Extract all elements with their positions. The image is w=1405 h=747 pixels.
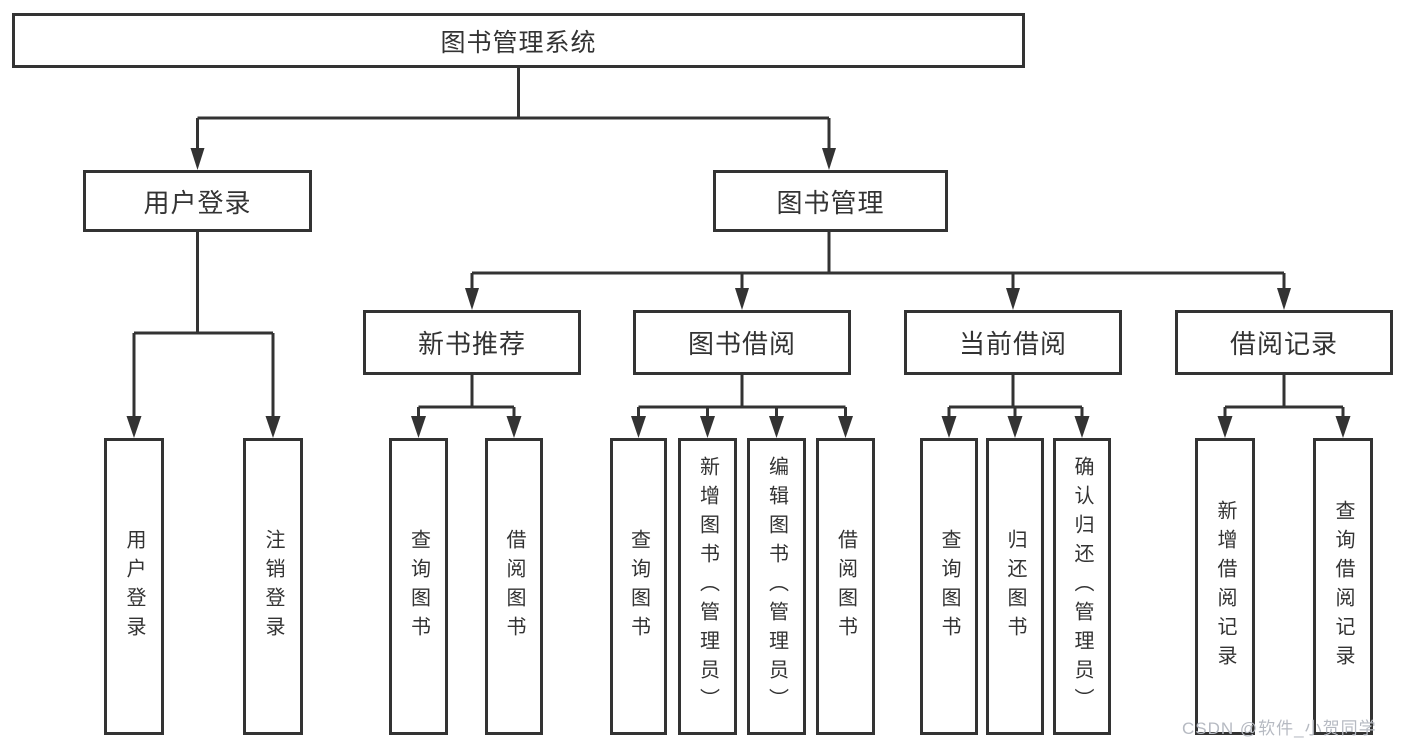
leaf-confirm-return-admin: 确认归还（管理员） [1053,438,1111,735]
arrow-down-icon [822,148,836,170]
arrow-down-icon [1335,416,1351,438]
leaf-logout: 注销登录 [243,438,303,735]
arrow-down-icon [1277,288,1291,310]
new-book-recommend-branch-line [417,375,516,420]
arrow-down-icon [838,416,853,438]
arrow-down-icon [941,416,957,438]
node-current-borrow: 当前借阅 [904,310,1122,375]
arrow-down-icon [1217,416,1233,438]
arrow-down-icon [769,416,784,438]
leaf-label: 借阅图书 [834,528,857,645]
arrow-down-icon [735,288,749,310]
leaf-label: 注销登录 [262,528,284,645]
arrow-down-icon [190,148,205,170]
node-label: 新书推荐 [417,329,526,359]
arrow-down-icon [506,416,522,438]
borrow-records-branch-line [1223,375,1345,420]
node-borrow-records: 借阅记录 [1175,310,1393,375]
leaf-label: 查询借阅记录 [1332,499,1354,674]
book-management-branch-line [470,232,1286,292]
book-borrow-branch-line [637,375,847,420]
leaf-borrow-books-recommend: 借阅图书 [485,438,543,735]
arrow-down-icon [1007,416,1023,438]
node-label: 用户登录 [143,187,252,218]
leaf-query-borrow-record: 查询借阅记录 [1313,438,1373,735]
leaf-label: 查询图书 [407,528,430,645]
node-label: 图书借阅 [687,329,796,359]
node-user-login: 用户登录 [83,170,312,232]
arrow-down-icon [265,416,281,438]
node-book-borrow: 图书借阅 [633,310,851,375]
arrow-down-icon [1074,416,1090,438]
node-new-book-recommend: 新书推荐 [363,310,581,375]
leaf-query-books-recommend: 查询图书 [389,438,448,735]
arrow-down-icon [126,416,142,438]
node-label: 图书管理系统 [440,28,597,57]
leaf-label: 查询图书 [938,528,960,645]
leaf-query-books-borrow: 查询图书 [610,438,667,735]
arrow-down-icon [411,416,426,438]
leaf-edit-book-admin: 编辑图书（管理员） [747,438,806,735]
watermark-text: CSDN @软件_小贺同学 [1182,719,1377,738]
node-label: 图书管理 [776,187,885,218]
leaf-label: 借阅图书 [503,528,525,645]
leaf-return-book: 归还图书 [986,438,1044,735]
leaf-label: 用户登录 [123,528,145,645]
arrow-down-icon [700,416,715,438]
node-label: 当前借阅 [958,329,1067,359]
user-login-branch-line [132,232,275,420]
arrowheads [126,148,1351,438]
node-book-management: 图书管理 [713,170,948,232]
level1-branch-line [196,116,831,152]
leaf-add-borrow-record: 新增借阅记录 [1195,438,1255,735]
current-borrow-branch-line [947,375,1084,420]
leaf-add-book-admin: 新增图书（管理员） [678,438,737,735]
leaf-label: 新增借阅记录 [1214,499,1236,674]
leaf-query-books-current: 查询图书 [920,438,978,735]
leaf-label: 查询图书 [627,528,650,645]
arrow-down-icon [465,288,479,310]
node-label: 借阅记录 [1229,329,1338,359]
leaf-label: 编辑图书（管理员） [765,456,788,717]
leaf-label: 确认归还（管理员） [1071,456,1093,717]
arrow-down-icon [631,416,646,438]
leaf-user-login: 用户登录 [104,438,164,735]
node-root-system: 图书管理系统 [12,13,1025,68]
leaf-label: 新增图书（管理员） [696,456,719,717]
leaf-borrow-books: 借阅图书 [816,438,875,735]
leaf-label: 归还图书 [1004,528,1026,645]
arrow-down-icon [1006,288,1020,310]
